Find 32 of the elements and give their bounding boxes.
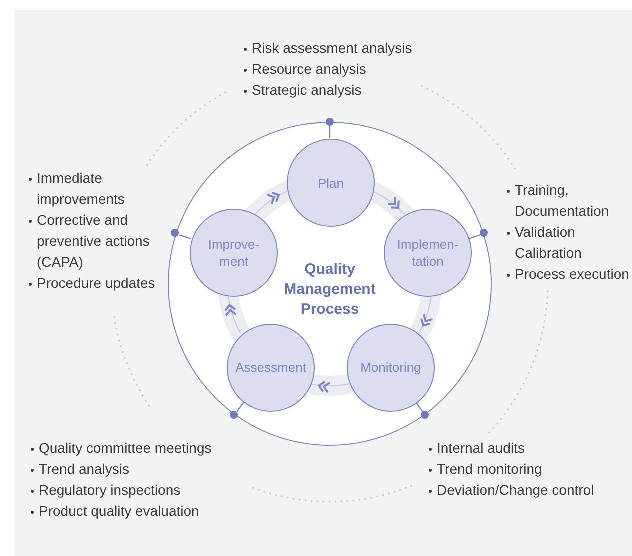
step-circle (346, 324, 435, 412)
list-item: Strategic analysis (252, 81, 362, 100)
list-item: Process execution (515, 265, 630, 284)
list-item: Procedure updates (37, 274, 156, 293)
connector-dot (230, 410, 238, 419)
list-item: Product quality evaluation (39, 502, 200, 521)
step-label: Implemen-tation (396, 236, 460, 270)
leader-line (415, 402, 424, 412)
list-item: Training, Documentation (515, 181, 610, 221)
list-item: Corrective and preventive actions (CAPA) (37, 211, 151, 272)
list-item: Regulatory inspections (39, 481, 181, 500)
leader-line (329, 126, 331, 138)
list-item: Validation Calibration (515, 223, 583, 263)
list-item: Deviation/Change control (437, 481, 594, 500)
list-item: Trend analysis (39, 460, 130, 479)
list-item: Resource analysis (252, 60, 366, 79)
list-item: Risk assessment analysis (252, 39, 412, 58)
step-label: Monitoring (360, 359, 422, 376)
list-item: Trend monitoring (437, 460, 542, 479)
step-label: Assessment (234, 359, 308, 376)
list-item: Immediate improvements (37, 169, 126, 209)
connector-dot (171, 229, 180, 238)
list-item: Internal audits (437, 439, 525, 458)
list-item: Quality committee meetings (39, 439, 212, 458)
step-label: Plan (316, 174, 346, 192)
leader-line (236, 402, 245, 412)
connector-dot (480, 229, 488, 238)
leader-line (468, 234, 480, 240)
step-label: Improve-ment (207, 236, 261, 270)
connector-dot (420, 410, 429, 419)
leader-line (180, 234, 192, 240)
center-title: Quality Management Process (283, 260, 377, 320)
